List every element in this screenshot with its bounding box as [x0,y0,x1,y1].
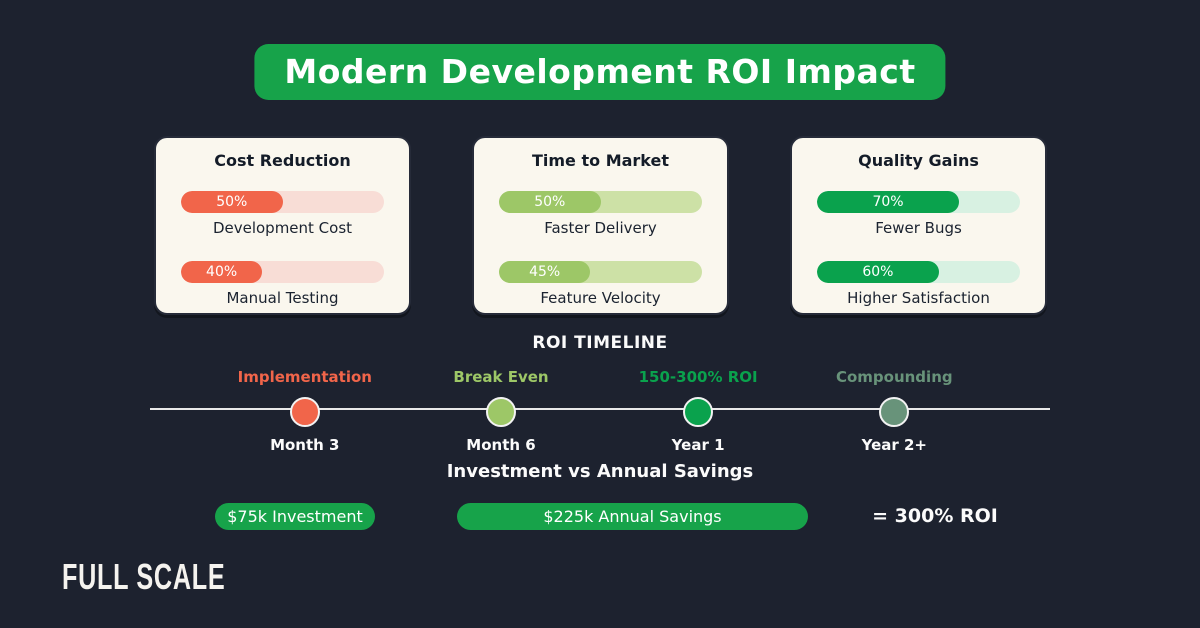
progress-label: Faster Delivery [544,219,657,237]
progress-track: 50% [181,191,384,213]
investment-pill: $75k Investment [215,503,375,530]
milestone-break-even: Break Even Month 6 [411,368,591,454]
progress-track: 50% [499,191,702,213]
milestone-dot [289,397,320,427]
progress-track: 45% [499,261,702,283]
progress-bar-group: 70% Fewer Bugs [817,191,1020,237]
card-title: Cost Reduction [214,151,351,170]
timeline-heading: ROI TIMELINE [532,333,668,353]
progress-label: Manual Testing [226,289,339,307]
progress-track: 60% [817,261,1020,283]
milestone-sublabel: Month 3 [270,436,340,454]
progress-fill: 60% [817,261,939,283]
milestone-dot [683,397,714,427]
progress-bar-group: 40% Manual Testing [181,261,384,307]
progress-label: Higher Satisfaction [847,289,990,307]
timeline-line [150,408,1050,410]
milestone-dot [879,397,910,427]
progress-bar-group: 45% Feature Velocity [499,261,702,307]
comparison-heading: Investment vs Annual Savings [446,461,754,482]
progress-fill: 45% [499,261,591,283]
milestone-label: Compounding [835,368,953,386]
progress-track: 70% [817,191,1020,213]
progress-value: 70% [872,194,904,210]
progress-bar-group: 60% Higher Satisfaction [817,261,1020,307]
milestone-sublabel: Year 2+ [861,436,927,454]
milestone-implementation: Implementation Month 3 [215,368,395,454]
progress-bar-group: 50% Development Cost [181,191,384,237]
fullscale-logo: FULL SCALE [62,556,226,597]
card-time-to-market: Time to Market 50% Faster Delivery 45% F… [472,136,729,315]
card-quality-gains: Quality Gains 70% Fewer Bugs 60% Higher … [790,136,1047,315]
progress-value: 45% [529,264,561,280]
progress-value: 40% [206,264,238,280]
milestone-label: Implementation [237,368,372,386]
milestone-label: 150-300% ROI [638,368,758,386]
title-banner: Modern Development ROI Impact [254,44,946,100]
savings-pill: $225k Annual Savings [457,503,808,530]
progress-label: Fewer Bugs [875,219,962,237]
progress-fill: 40% [181,261,263,283]
milestone-sublabel: Month 6 [466,436,536,454]
progress-fill: 70% [817,191,960,213]
roi-timeline: Implementation Month 3 Break Even Month … [150,368,1050,454]
progress-value: 50% [534,194,566,210]
progress-value: 60% [862,264,894,280]
milestone-roi: 150-300% ROI Year 1 [608,368,788,454]
milestone-sublabel: Year 1 [671,436,725,454]
milestone-dot [486,397,516,427]
milestone-label: Break Even [453,368,549,386]
card-cost-reduction: Cost Reduction 50% Development Cost 40% … [154,136,411,315]
progress-label: Development Cost [212,219,353,237]
card-title: Time to Market [531,151,670,170]
progress-label: Feature Velocity [540,289,661,307]
progress-track: 40% [181,261,384,283]
progress-fill: 50% [181,191,283,213]
progress-bar-group: 50% Faster Delivery [499,191,702,237]
progress-fill: 50% [499,191,601,213]
milestone-compounding: Compounding Year 2+ [804,368,984,454]
roi-result: = 300% ROI [872,505,998,527]
progress-value: 50% [216,194,248,210]
card-title: Quality Gains [858,151,979,170]
